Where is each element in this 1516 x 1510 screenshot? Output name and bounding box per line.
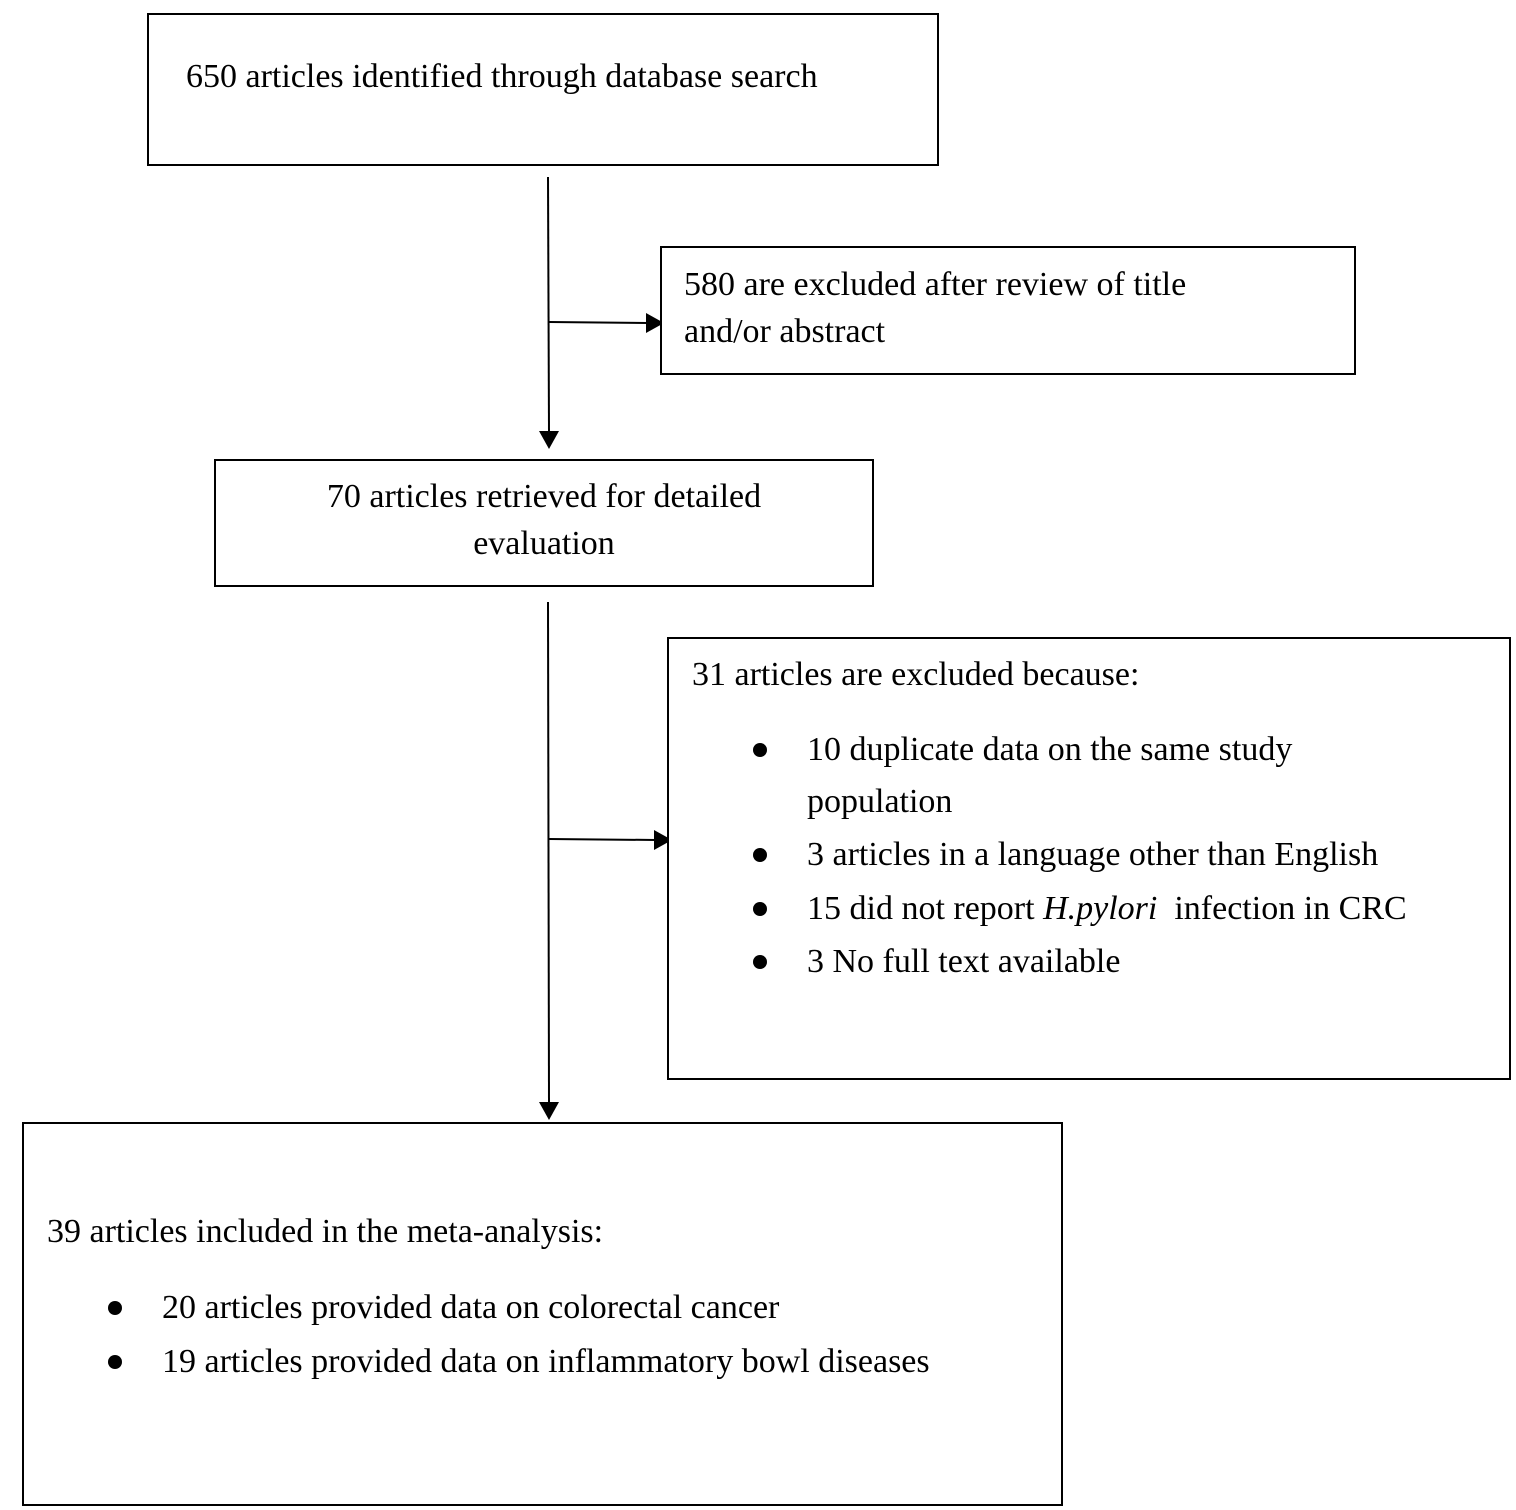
bullet: [108, 1355, 122, 1369]
excluded-reason-language: 3 articles in a language other than Engl…: [807, 836, 1379, 873]
identified-text: 650 articles identified through database…: [186, 58, 818, 95]
arrowhead-to-excluded-screen: [646, 313, 664, 333]
connector-retrieved-to-included: [547, 601, 550, 1105]
arrowhead-to-included: [539, 1102, 559, 1120]
excluded-reason-duplicate-line-2: population: [807, 783, 953, 820]
excluded-screening-line-2: and/or abstract: [684, 313, 886, 350]
arrowhead-to-retrieved: [539, 431, 559, 449]
excluded-reason-no-report: 15 did not report H.pylori infection in …: [807, 885, 1407, 933]
included-item-ibd: 19 articles provided data on inflammator…: [162, 1343, 930, 1380]
excluded-reason-duplicate-line-1: 10 duplicate data on the same study: [807, 731, 1293, 768]
excluded-fulltext-box: [667, 637, 1511, 1080]
bullet: [753, 743, 767, 757]
arrowhead-to-excluded-full: [654, 830, 672, 850]
included-box: [22, 1122, 1063, 1506]
retrieved-line-1: 70 articles retrieved for detailed: [326, 478, 762, 515]
bullet: [753, 955, 767, 969]
bullet: [753, 902, 767, 916]
identified-box: [147, 13, 939, 166]
retrieved-line-2: evaluation: [473, 525, 615, 562]
included-item-colorectal: 20 articles provided data on colorectal …: [162, 1289, 780, 1326]
connector-to-excluded-screen: [548, 321, 649, 324]
excluded-fulltext-heading: 31 articles are excluded because:: [692, 656, 1140, 693]
included-heading: 39 articles included in the meta-analysi…: [47, 1213, 604, 1250]
excluded-reason-no-report-post: infection in CRC: [1174, 890, 1407, 927]
excluded-reason-no-full-text: 3 No full text available: [807, 943, 1121, 980]
excluded-screening-line-1: 580 are excluded after review of title: [684, 266, 1187, 303]
connector-identified-to-retrieved: [547, 176, 550, 434]
excluded-reason-no-report-pre: 15 did not report: [807, 890, 1035, 927]
excluded-reason-no-report-organism: H.pylori: [1043, 890, 1158, 927]
bullet: [108, 1301, 122, 1315]
connector-to-excluded-full: [548, 838, 657, 841]
bullet: [753, 848, 767, 862]
excluded-screening-box: [660, 246, 1356, 375]
retrieved-box: [214, 459, 874, 587]
